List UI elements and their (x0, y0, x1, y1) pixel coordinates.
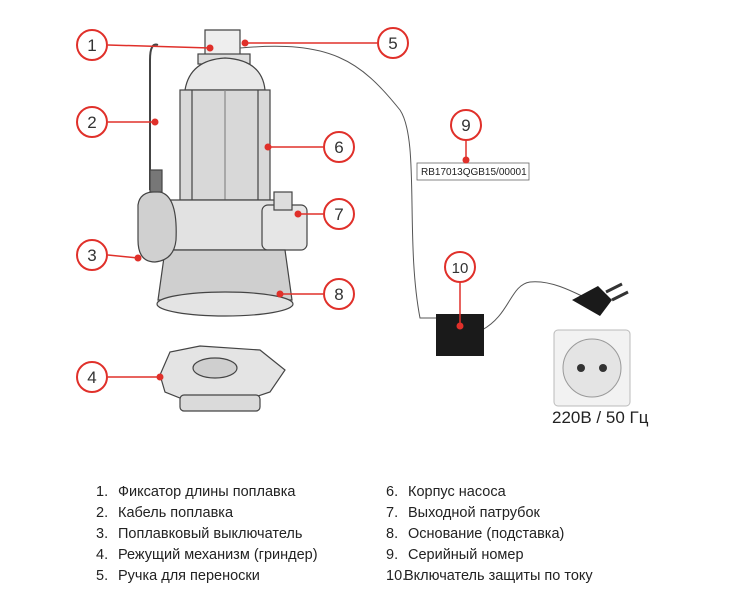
callout-3-label: 3 (87, 246, 96, 265)
power-cable (239, 45, 440, 319)
callout-6-label: 6 (334, 138, 343, 157)
plug-icon (572, 282, 629, 316)
serial-label-box (416, 162, 530, 181)
serial-number: RB17013QGB15/00001 (421, 167, 527, 178)
callout-9-label: 9 (461, 116, 470, 135)
legend-number: 2. (96, 505, 109, 521)
callout-1-label: 1 (87, 36, 96, 55)
legend-text: Поплавковый выключатель (118, 526, 303, 542)
callout-9: 9 (450, 109, 482, 141)
pump-diagram: RB17013QGB15/00001 1 2 3 4 (76, 27, 631, 412)
legend-item: 2. Кабель поплавка (96, 503, 318, 524)
voltage-label: 220В / 50 Гц (552, 408, 649, 427)
legend-number: 4. (96, 547, 109, 563)
legend-text: Фиксатор длины поплавка (118, 484, 296, 500)
legend-number: 1. (96, 484, 109, 500)
plug-cable (481, 281, 591, 331)
callout-6: 6 (323, 131, 355, 163)
callout-4: 4 (76, 361, 108, 393)
callout-4-label: 4 (87, 368, 96, 387)
legend-text: Включатель защиты по току (404, 568, 593, 584)
callout-2-label: 2 (87, 113, 96, 132)
legend-text: Выходной патрубок (408, 505, 540, 521)
legend-text: Корпус насоса (408, 484, 506, 500)
callout-3: 3 (76, 239, 108, 271)
legend-number: 6. (386, 484, 399, 500)
callout-7-label: 7 (334, 205, 343, 224)
callout-2: 2 (76, 106, 108, 138)
legend-left: 1. Фиксатор длины поплавка 2. Кабель попла… (96, 482, 318, 587)
legend-item: 10.Включатель защиты по току (386, 566, 593, 587)
callout-10-label: 10 (452, 260, 469, 277)
legend-text: Основание (подставка) (408, 526, 565, 542)
callout-5-label: 5 (388, 34, 397, 53)
callout-7: 7 (323, 198, 355, 230)
callout-8: 8 (323, 278, 355, 310)
legend-text: Кабель поплавка (118, 505, 234, 521)
legend-item: 8. Основание (подставка) (386, 524, 593, 545)
legend-item: 9. Серийный номер (386, 545, 593, 566)
legend-number: 5. (96, 568, 109, 584)
legend-item: 6. Корпус насоса (386, 482, 593, 503)
legend-item: 1. Фиксатор длины поплавка (96, 482, 318, 503)
legend-number: 8. (386, 526, 399, 542)
legend-item: 7. Выходной патрубок (386, 503, 593, 524)
callout-5: 5 (377, 27, 409, 59)
legend-number: 10. (386, 568, 407, 584)
legend-text: Ручка для переноски (118, 568, 260, 584)
legend-item: 3. Поплавковый выключатель (96, 524, 318, 545)
legend-number: 9. (386, 547, 399, 563)
legend-number: 7. (386, 505, 399, 521)
socket-icon (553, 329, 631, 407)
legend-item: 4. Режущий механизм (гриндер) (96, 545, 318, 566)
callout-1: 1 (76, 29, 108, 61)
legend-number: 3. (96, 526, 109, 542)
legend-right: 6. Корпус насоса 7. Выходной патрубок 8. Ос… (386, 482, 593, 587)
pump-illustration (137, 29, 308, 412)
callout-8-label: 8 (334, 285, 343, 304)
legend-text: Режущий механизм (гриндер) (118, 547, 318, 563)
legend-item: 5. Ручка для переноски (96, 566, 318, 587)
legend-text: Серийный номер (408, 547, 524, 563)
callout-10: 10 (444, 251, 476, 283)
